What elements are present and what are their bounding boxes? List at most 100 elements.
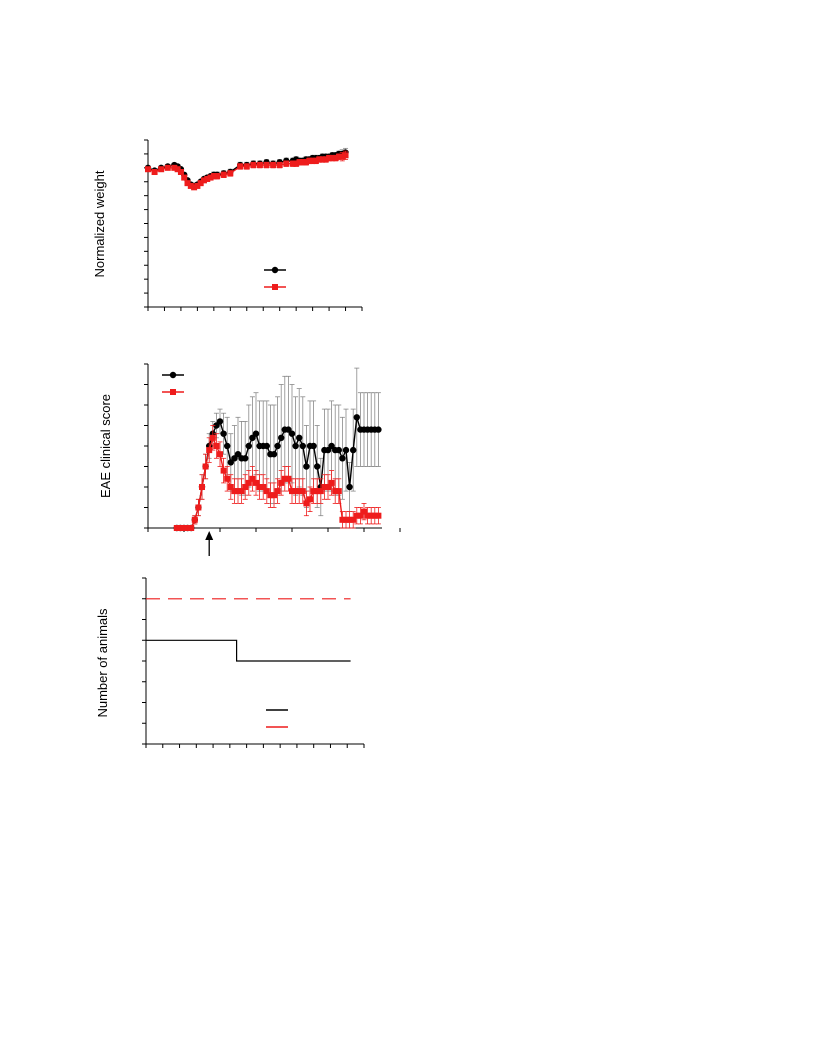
series-black-point [252, 430, 260, 437]
series-black-point [299, 442, 306, 450]
series-black-point [234, 451, 242, 458]
series-black-point [220, 430, 227, 437]
series-red-point [312, 157, 319, 164]
series-red-point [145, 166, 151, 173]
legend-marker-series-black [271, 266, 279, 274]
series-black-point [296, 434, 303, 441]
series-red-point [187, 182, 194, 189]
series-red-point [274, 488, 281, 495]
series-red-point [250, 162, 257, 169]
series-black-point [310, 442, 317, 450]
series-red-point [289, 160, 296, 167]
series-black-point [335, 446, 342, 454]
series-red-point [263, 162, 270, 169]
series-red-point [371, 512, 378, 519]
series-black-point [292, 442, 299, 450]
series-red-point [322, 156, 329, 163]
series-black-point [216, 418, 224, 425]
series-black-point [314, 463, 321, 470]
series-red-point [346, 516, 353, 523]
series-red-point [220, 171, 227, 178]
series-red-point [325, 484, 331, 490]
series-black-point [263, 442, 270, 450]
series-red-point [319, 156, 326, 163]
series-red-point [296, 488, 303, 495]
series-black-point [339, 455, 346, 462]
series-red-point [200, 177, 207, 184]
series-red-point [177, 525, 184, 531]
series-black-point [342, 446, 350, 454]
series-red-point [202, 463, 209, 470]
series-red-point [368, 512, 375, 519]
series-red-point [314, 488, 321, 495]
series-black-point [346, 483, 353, 491]
arrow-head [205, 531, 214, 540]
series-red-point [285, 475, 292, 482]
series-red-point [329, 155, 336, 162]
series-red-point [217, 451, 223, 458]
series-red-point [342, 152, 349, 159]
series-black-point [303, 463, 310, 470]
score-y-axis-label: EAE clinical score [98, 394, 113, 498]
series-red-point [350, 516, 357, 523]
series-red-point [181, 174, 188, 181]
series-red-point [375, 512, 382, 519]
series-red-point [214, 173, 221, 180]
legend-marker-series-red [272, 284, 278, 290]
series-red-point [227, 170, 234, 177]
series-red-point [177, 169, 184, 176]
series-black-point [324, 446, 332, 454]
series-red-point [335, 153, 342, 160]
series-black-line [146, 639, 351, 662]
series-red-point [197, 180, 204, 187]
series-red-point [188, 525, 195, 531]
series-red-point [316, 156, 323, 163]
series-red-point [238, 488, 245, 495]
series-red-point [256, 484, 263, 490]
series-red-point [237, 163, 244, 170]
series-red-point [321, 484, 328, 490]
series-red-point [210, 173, 217, 180]
series-black-point [274, 442, 281, 450]
series-red-point [303, 159, 310, 166]
series-red-point [184, 180, 191, 187]
series-red-point [310, 488, 317, 495]
series-red-point [361, 508, 367, 515]
series-black-point [353, 414, 360, 421]
weight-chart [144, 139, 363, 311]
series-red-point [299, 159, 306, 166]
animals-chart [142, 577, 365, 748]
series-red-point [353, 512, 360, 519]
series-red-point [173, 525, 180, 531]
series-red-point [213, 443, 220, 449]
series-red-point [207, 174, 214, 181]
series-red-point [299, 488, 306, 495]
series-black-point [224, 442, 231, 450]
series-red-point [174, 166, 181, 173]
series-red-point [339, 153, 346, 160]
series-red-point [328, 479, 335, 486]
series-red-point [204, 175, 211, 182]
series-red-point [306, 157, 313, 164]
series-red-point [281, 475, 288, 482]
series-red-point [227, 484, 234, 490]
series-red-point [181, 525, 187, 531]
series-red-point [271, 492, 277, 499]
series-red-point [326, 155, 333, 162]
series-red-point [151, 169, 158, 176]
series-red-point [220, 467, 227, 474]
series-black-point [242, 455, 249, 462]
series-red-point [191, 184, 198, 191]
series-black-point [288, 430, 296, 437]
series-red-point [253, 479, 259, 486]
series-black-point [350, 446, 357, 454]
series-red-point [260, 484, 267, 490]
series-black-point [231, 455, 238, 462]
series-red-point [267, 492, 274, 499]
series-red-point [270, 162, 277, 169]
series-red-point [332, 155, 339, 162]
series-red-point [293, 160, 300, 167]
score-chart [144, 363, 401, 556]
